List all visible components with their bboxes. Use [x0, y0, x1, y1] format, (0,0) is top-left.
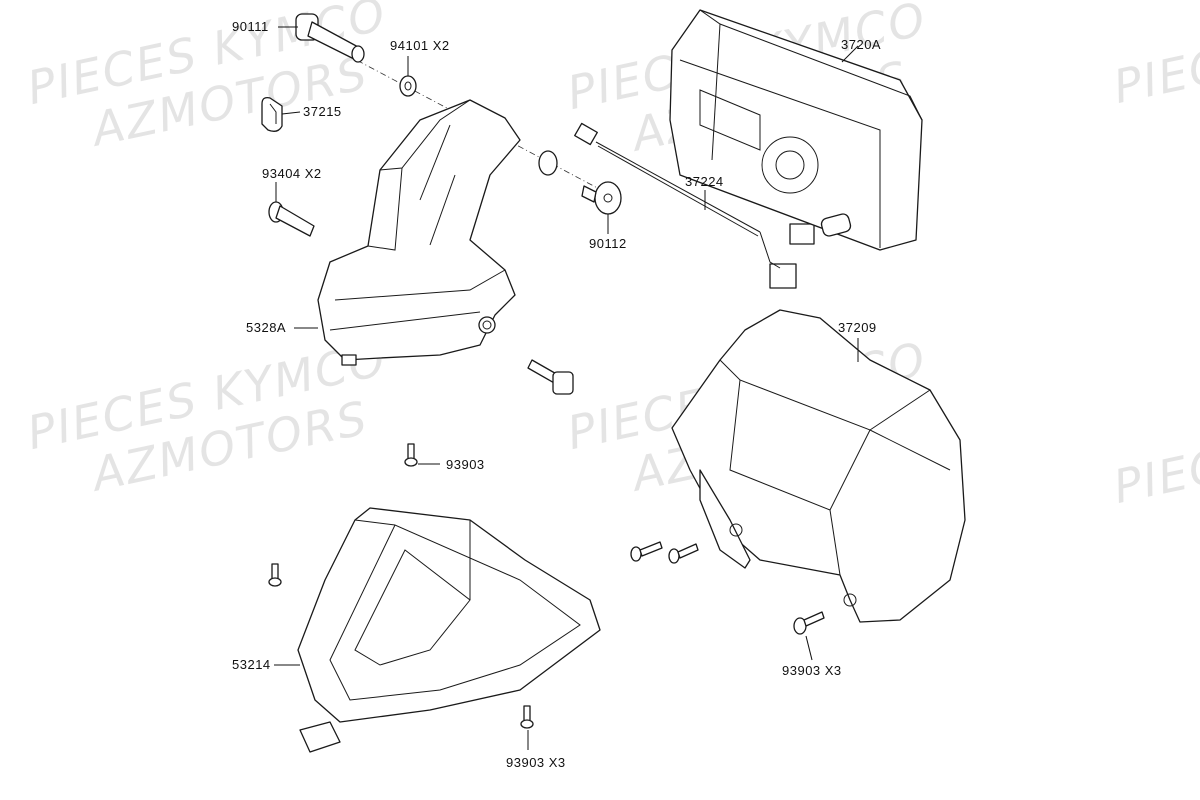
label-37224: 37224: [685, 174, 724, 189]
harness-37224: [574, 122, 815, 289]
label-3720A: 3720A: [841, 37, 882, 52]
assembly-axis-line: [299, 29, 621, 201]
screw-cover-1: [630, 541, 663, 562]
label-37215: 37215: [303, 104, 342, 119]
washer-94101: [399, 75, 417, 97]
screw-93903-bottom: [520, 705, 534, 729]
label-90111: 90111: [232, 19, 269, 34]
screw-cover-2: [668, 543, 699, 564]
washer-mid: [538, 150, 558, 176]
bolt-90111: [295, 13, 365, 63]
bracket-5328A: [317, 99, 521, 366]
label-53214: 53214: [232, 657, 271, 672]
panel-53214: [297, 507, 601, 753]
cover-37209: [671, 309, 966, 623]
meter-3720A: [669, 9, 923, 251]
label-93903b: 93903 X3: [506, 755, 566, 770]
label-90112: 90112: [589, 236, 627, 251]
grommet-90112: [581, 181, 622, 215]
label-93903c: 93903 X3: [782, 663, 842, 678]
screw-cover-3: [793, 611, 825, 635]
bolt-93404: [268, 201, 315, 237]
label-93903a: 93903: [446, 457, 485, 472]
leader-93903c: [805, 635, 813, 661]
label-37209: 37209: [838, 320, 877, 335]
bolt-lower: [527, 359, 574, 395]
clip-37215: [261, 96, 283, 132]
leader-37215: [281, 111, 301, 115]
label-5328A: 5328A: [246, 320, 287, 335]
screw-93903-top: [404, 443, 418, 467]
label-94101: 94101 X2: [390, 38, 450, 53]
label-93404: 93404 X2: [262, 166, 322, 181]
screw-53214-left: [268, 563, 282, 587]
leader-3720A: [841, 45, 859, 63]
